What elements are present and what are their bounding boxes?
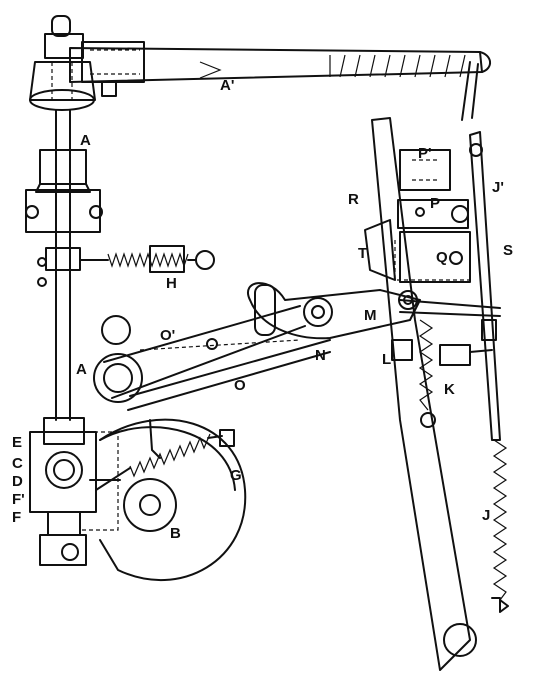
label-o: O xyxy=(234,377,246,394)
label-f-prime: F' xyxy=(12,491,25,508)
label-o-prime: O' xyxy=(160,327,176,344)
label-d: D xyxy=(12,473,23,490)
vertical-shaft xyxy=(25,109,103,421)
label-j-prime: J' xyxy=(492,179,504,196)
top-hub xyxy=(29,15,117,111)
spring-g xyxy=(95,429,235,491)
label-p: P xyxy=(430,195,441,212)
label-q: Q xyxy=(436,249,448,266)
label-h: H xyxy=(166,275,177,292)
disc-b xyxy=(99,418,247,581)
linkage-o xyxy=(93,305,331,411)
label-e: E xyxy=(12,434,23,451)
label-l: L xyxy=(382,351,392,368)
label-f: F xyxy=(12,509,22,526)
label-a-mid: A xyxy=(76,361,87,378)
label-a-prime: A' xyxy=(220,77,235,94)
spring-k xyxy=(391,319,436,428)
bottom-bracket xyxy=(29,417,121,566)
label-j: J xyxy=(482,507,491,524)
label-b: B xyxy=(170,525,181,542)
spring-h xyxy=(79,245,215,273)
label-t: T xyxy=(358,245,368,262)
label-a-top: A xyxy=(80,132,91,149)
upper-blocks xyxy=(394,149,471,283)
label-k: K xyxy=(444,381,455,398)
label-n: N xyxy=(315,347,326,364)
bell-crank xyxy=(247,282,421,340)
label-p-prime: P' xyxy=(418,145,432,162)
top-lever-arm xyxy=(69,41,491,121)
label-c: C xyxy=(12,455,23,472)
label-s: S xyxy=(503,242,514,259)
label-r: R xyxy=(348,191,359,208)
label-g: G xyxy=(230,467,242,484)
right-rod xyxy=(399,131,501,441)
label-m: M xyxy=(364,307,377,324)
spring-j xyxy=(491,439,509,613)
